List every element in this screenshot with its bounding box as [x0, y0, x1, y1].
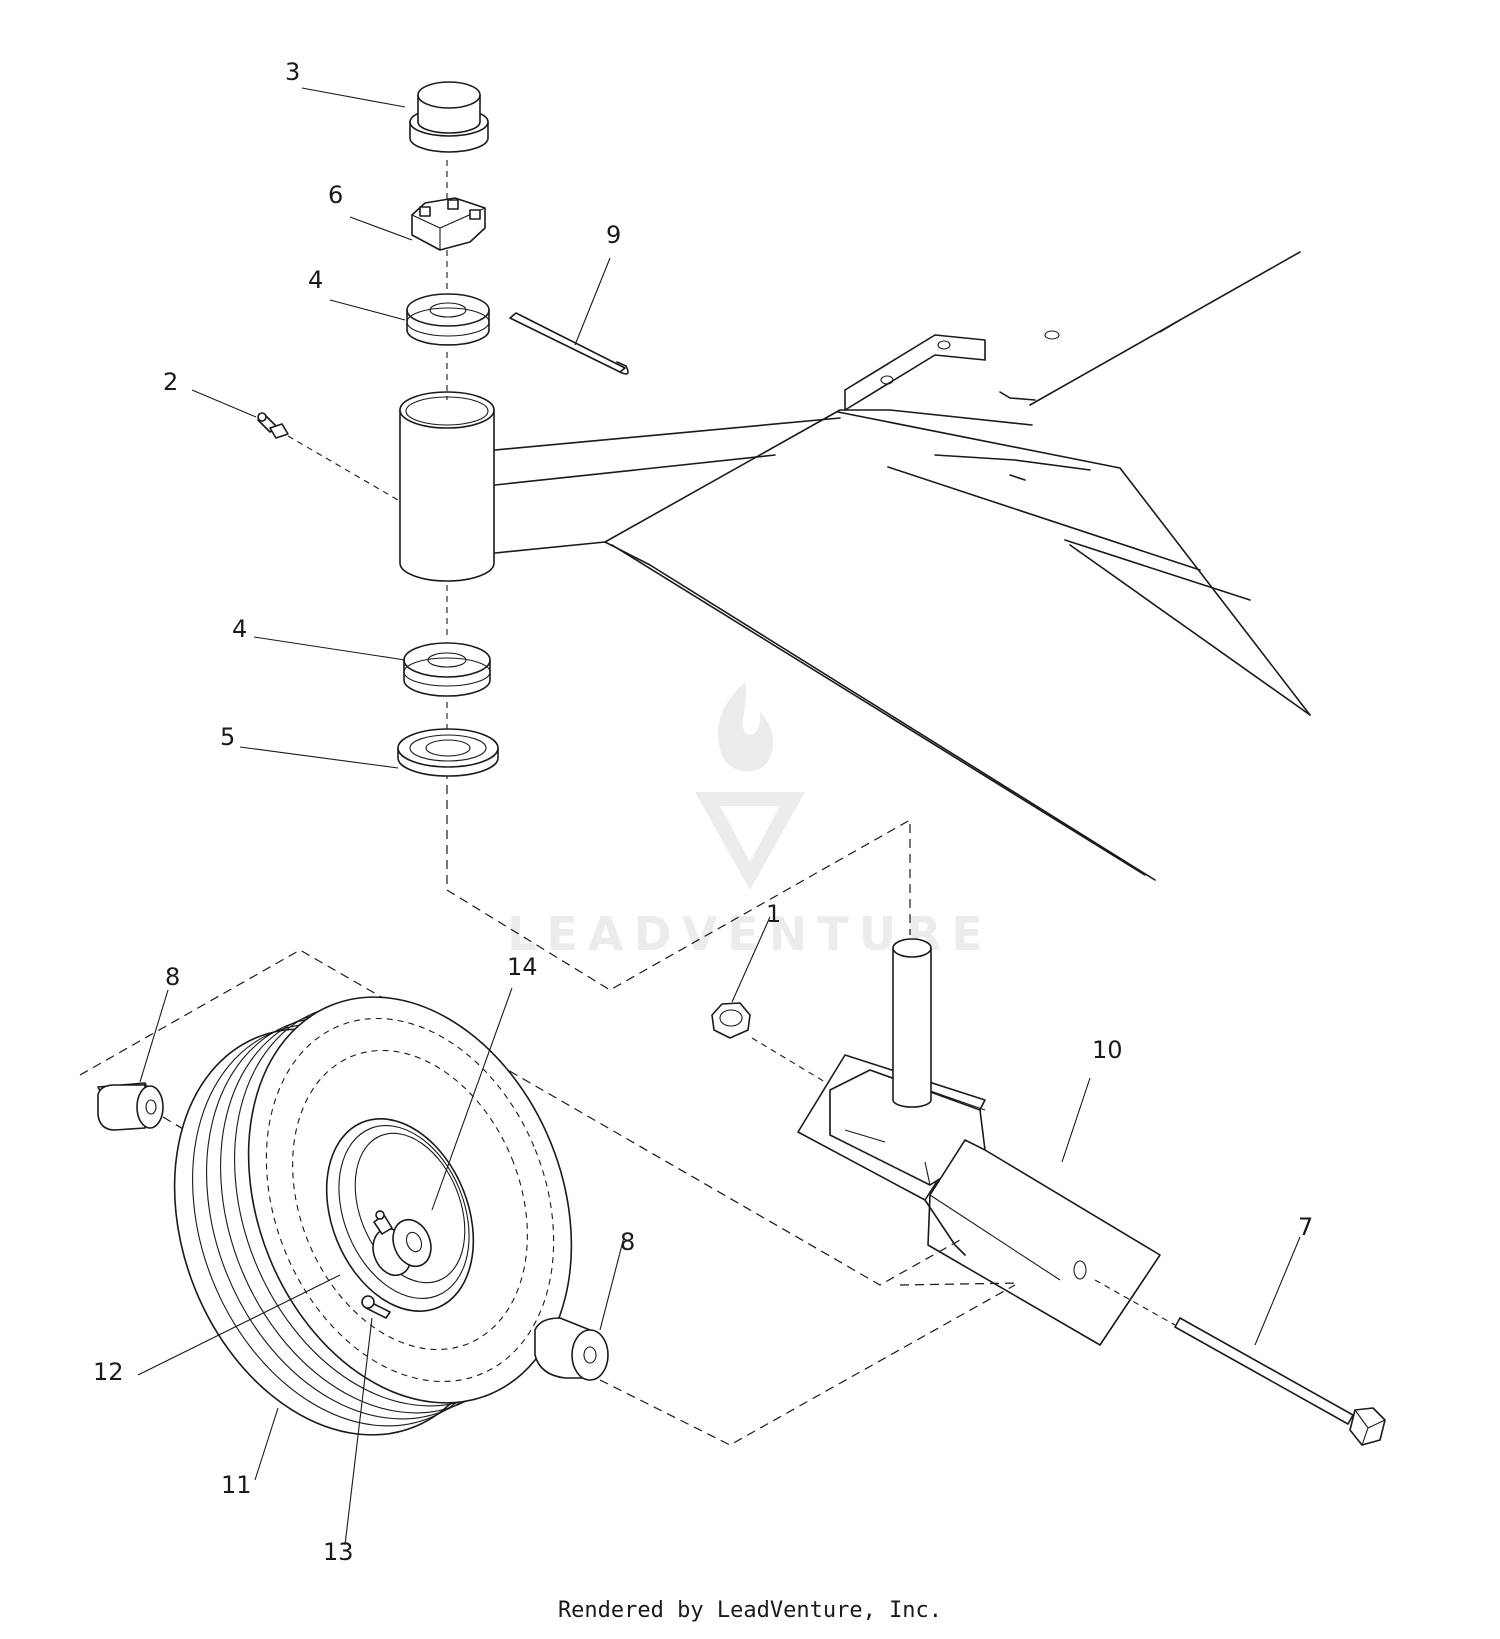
callout-1: 1 [766, 900, 781, 928]
callout-4-upper: 4 [308, 266, 323, 294]
part-8-spacer-right [534, 1317, 609, 1381]
mower-deck-frame [604, 251, 1311, 881]
callout-9: 9 [606, 221, 621, 249]
watermark: LEADVENTURE [507, 682, 983, 961]
callout-5: 5 [220, 723, 235, 751]
part-11-wheel-tire [173, 996, 573, 1436]
callout-10: 10 [1092, 1036, 1123, 1064]
callout-8-left: 8 [165, 963, 180, 991]
part-5-seal [397, 728, 499, 777]
callout-3: 3 [285, 58, 300, 86]
part-4-bearing-lower [403, 642, 491, 697]
leader-lines [137, 87, 1301, 1546]
flame-icon [717, 682, 774, 772]
callout-12: 12 [93, 1358, 124, 1386]
part-10-caster-fork [797, 938, 1161, 1346]
part-7-axle-bolt [1094, 1279, 1386, 1446]
callout-13: 13 [323, 1538, 354, 1566]
callout-6: 6 [328, 181, 343, 209]
caster-arm [494, 417, 841, 554]
v-logo-icon [695, 792, 805, 890]
callout-labels: 3 6 9 4 2 4 5 1 14 8 10 8 7 12 11 13 [93, 58, 1313, 1566]
part-1-hex-nut [711, 1002, 831, 1086]
part-6-castle-nut [411, 197, 486, 251]
part-2-grease-fitting [257, 412, 399, 501]
callout-2: 2 [163, 368, 178, 396]
part-4-bearing-upper [406, 293, 490, 346]
part-3-dust-cap [409, 81, 489, 153]
part-9-cotter-pin [509, 312, 629, 375]
axle-centerlines [79, 949, 1016, 1446]
callout-4-lower: 4 [232, 615, 247, 643]
callout-8-right: 8 [620, 1228, 635, 1256]
callout-7: 7 [1298, 1213, 1313, 1241]
callout-11: 11 [221, 1471, 252, 1499]
render-credit: Rendered by LeadVenture, Inc. [557, 1598, 943, 1623]
part-8-spacer-left [97, 1082, 164, 1131]
pivot-tube [399, 391, 495, 582]
callout-14: 14 [507, 953, 538, 981]
